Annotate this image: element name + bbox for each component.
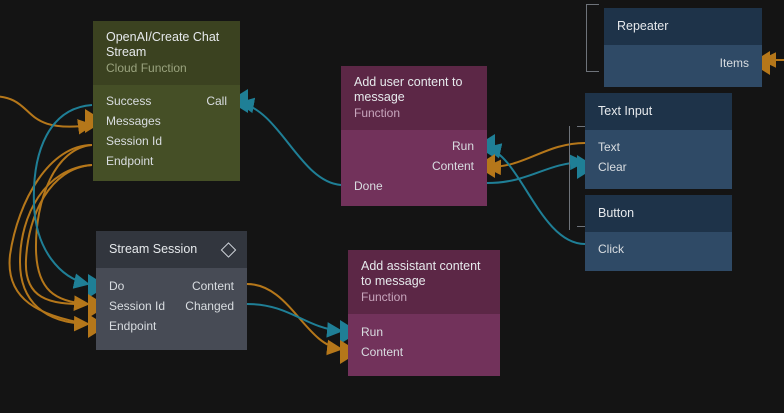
- node-stream-session[interactable]: Stream Session Do Content Session Id Cha…: [88, 231, 247, 350]
- port-row-messages[interactable]: Messages: [85, 109, 240, 133]
- port-row-session-id-changed[interactable]: Session Id Changed: [88, 294, 247, 318]
- port-label-items: Items: [719, 56, 749, 70]
- node-title: OpenAI/Create Chat Stream: [106, 30, 220, 59]
- port-label-session-id: Session Id: [106, 134, 163, 148]
- node-header[interactable]: Stream Session: [96, 231, 247, 268]
- port-label-call: Call: [206, 94, 227, 108]
- selection-bracket-text-input: [577, 126, 586, 127]
- port-label-clear: Clear: [598, 160, 627, 174]
- node-body: Run Content: [340, 314, 500, 376]
- node-openai-create-chat-stream[interactable]: OpenAI/Create Chat Stream Cloud Function…: [85, 21, 248, 181]
- node-header[interactable]: Repeater: [604, 8, 762, 45]
- port-clear-marker[interactable]: [577, 155, 585, 179]
- port-label-run: Run: [361, 325, 384, 339]
- port-label-endpoint: Endpoint: [109, 319, 157, 333]
- port-label-messages: Messages: [106, 114, 161, 128]
- port-run-marker[interactable]: [340, 320, 348, 344]
- node-header[interactable]: Text Input: [585, 93, 732, 130]
- port-label-endpoint: Endpoint: [106, 154, 154, 168]
- node-subtitle: Cloud Function: [106, 61, 187, 75]
- port-messages-marker[interactable]: [85, 109, 93, 133]
- node-title: Stream Session: [109, 242, 198, 256]
- node-body: Items: [604, 45, 770, 87]
- node-body: Run Content Done: [341, 130, 495, 206]
- port-label-text: Text: [598, 140, 621, 154]
- port-row-content[interactable]: Content: [341, 154, 495, 178]
- port-row-run[interactable]: Run: [340, 320, 500, 344]
- port-row-click[interactable]: Click: [585, 239, 732, 259]
- port-endpoint-marker[interactable]: [88, 314, 96, 338]
- port-row-success-call[interactable]: Success Call: [93, 89, 248, 113]
- node-title: Add user content to message: [354, 75, 463, 104]
- port-row-content[interactable]: Content: [340, 340, 500, 364]
- selection-bracket-button: [577, 226, 586, 227]
- node-title: Button: [598, 206, 635, 220]
- port-run-marker[interactable]: [487, 134, 495, 158]
- port-label-session-id: Session Id: [109, 299, 166, 313]
- port-label-run: Run: [451, 139, 474, 153]
- port-label-click: Click: [598, 242, 624, 256]
- port-row-session-id[interactable]: Session Id: [93, 131, 240, 151]
- port-label-changed: Changed: [185, 299, 234, 313]
- port-row-run[interactable]: Run: [341, 134, 495, 158]
- port-label-success: Success: [106, 94, 152, 108]
- node-add-assistant-content-to-message[interactable]: Add assistant content to message Functio…: [340, 250, 500, 376]
- node-add-user-content-to-message[interactable]: Add user content to message Function Run…: [341, 66, 495, 206]
- port-content-marker[interactable]: [340, 340, 348, 364]
- node-header[interactable]: Add assistant content to message Functio…: [348, 250, 500, 314]
- node-body: Success Call Messages Session Id: [85, 85, 248, 181]
- node-body: Do Content Session Id Changed: [88, 268, 247, 350]
- node-header[interactable]: OpenAI/Create Chat Stream Cloud Function: [93, 21, 240, 85]
- port-do-marker[interactable]: [88, 274, 96, 298]
- port-call-marker[interactable]: [240, 89, 248, 113]
- node-header[interactable]: Button: [585, 195, 732, 232]
- port-session-id-marker[interactable]: [88, 294, 96, 318]
- port-items-marker[interactable]: [762, 51, 770, 75]
- node-title: Text Input: [598, 104, 653, 118]
- port-row-done[interactable]: Done: [341, 176, 487, 196]
- port-row-items[interactable]: Items: [604, 51, 770, 75]
- node-title: Add assistant content to message: [361, 259, 481, 288]
- port-row-endpoint[interactable]: Endpoint: [93, 151, 240, 171]
- port-row-do-content[interactable]: Do Content: [88, 274, 247, 298]
- port-label-content: Content: [431, 159, 474, 173]
- selection-bracket-repeater: [586, 4, 599, 72]
- node-subtitle: Function: [354, 106, 401, 120]
- port-row-text[interactable]: Text: [585, 137, 732, 157]
- node-title: Repeater: [617, 19, 669, 33]
- port-label-done: Done: [354, 179, 383, 193]
- node-text-input[interactable]: Text Input Text Clear: [577, 93, 732, 189]
- node-body: Text Clear: [577, 130, 732, 189]
- port-label-content: Content: [191, 279, 234, 293]
- port-row-endpoint[interactable]: Endpoint: [88, 314, 247, 338]
- port-content-marker[interactable]: [487, 154, 495, 178]
- node-button[interactable]: Button Click: [585, 195, 732, 271]
- selection-bracket-right: [569, 126, 570, 230]
- node-repeater[interactable]: Repeater Items: [604, 8, 770, 87]
- port-label-content: Content: [361, 345, 404, 359]
- node-header[interactable]: Add user content to message Function: [341, 66, 487, 130]
- node-subtitle: Function: [361, 290, 408, 304]
- port-label-do: Do: [109, 279, 125, 293]
- port-row-clear[interactable]: Clear: [577, 155, 732, 179]
- node-body: Click: [585, 232, 732, 271]
